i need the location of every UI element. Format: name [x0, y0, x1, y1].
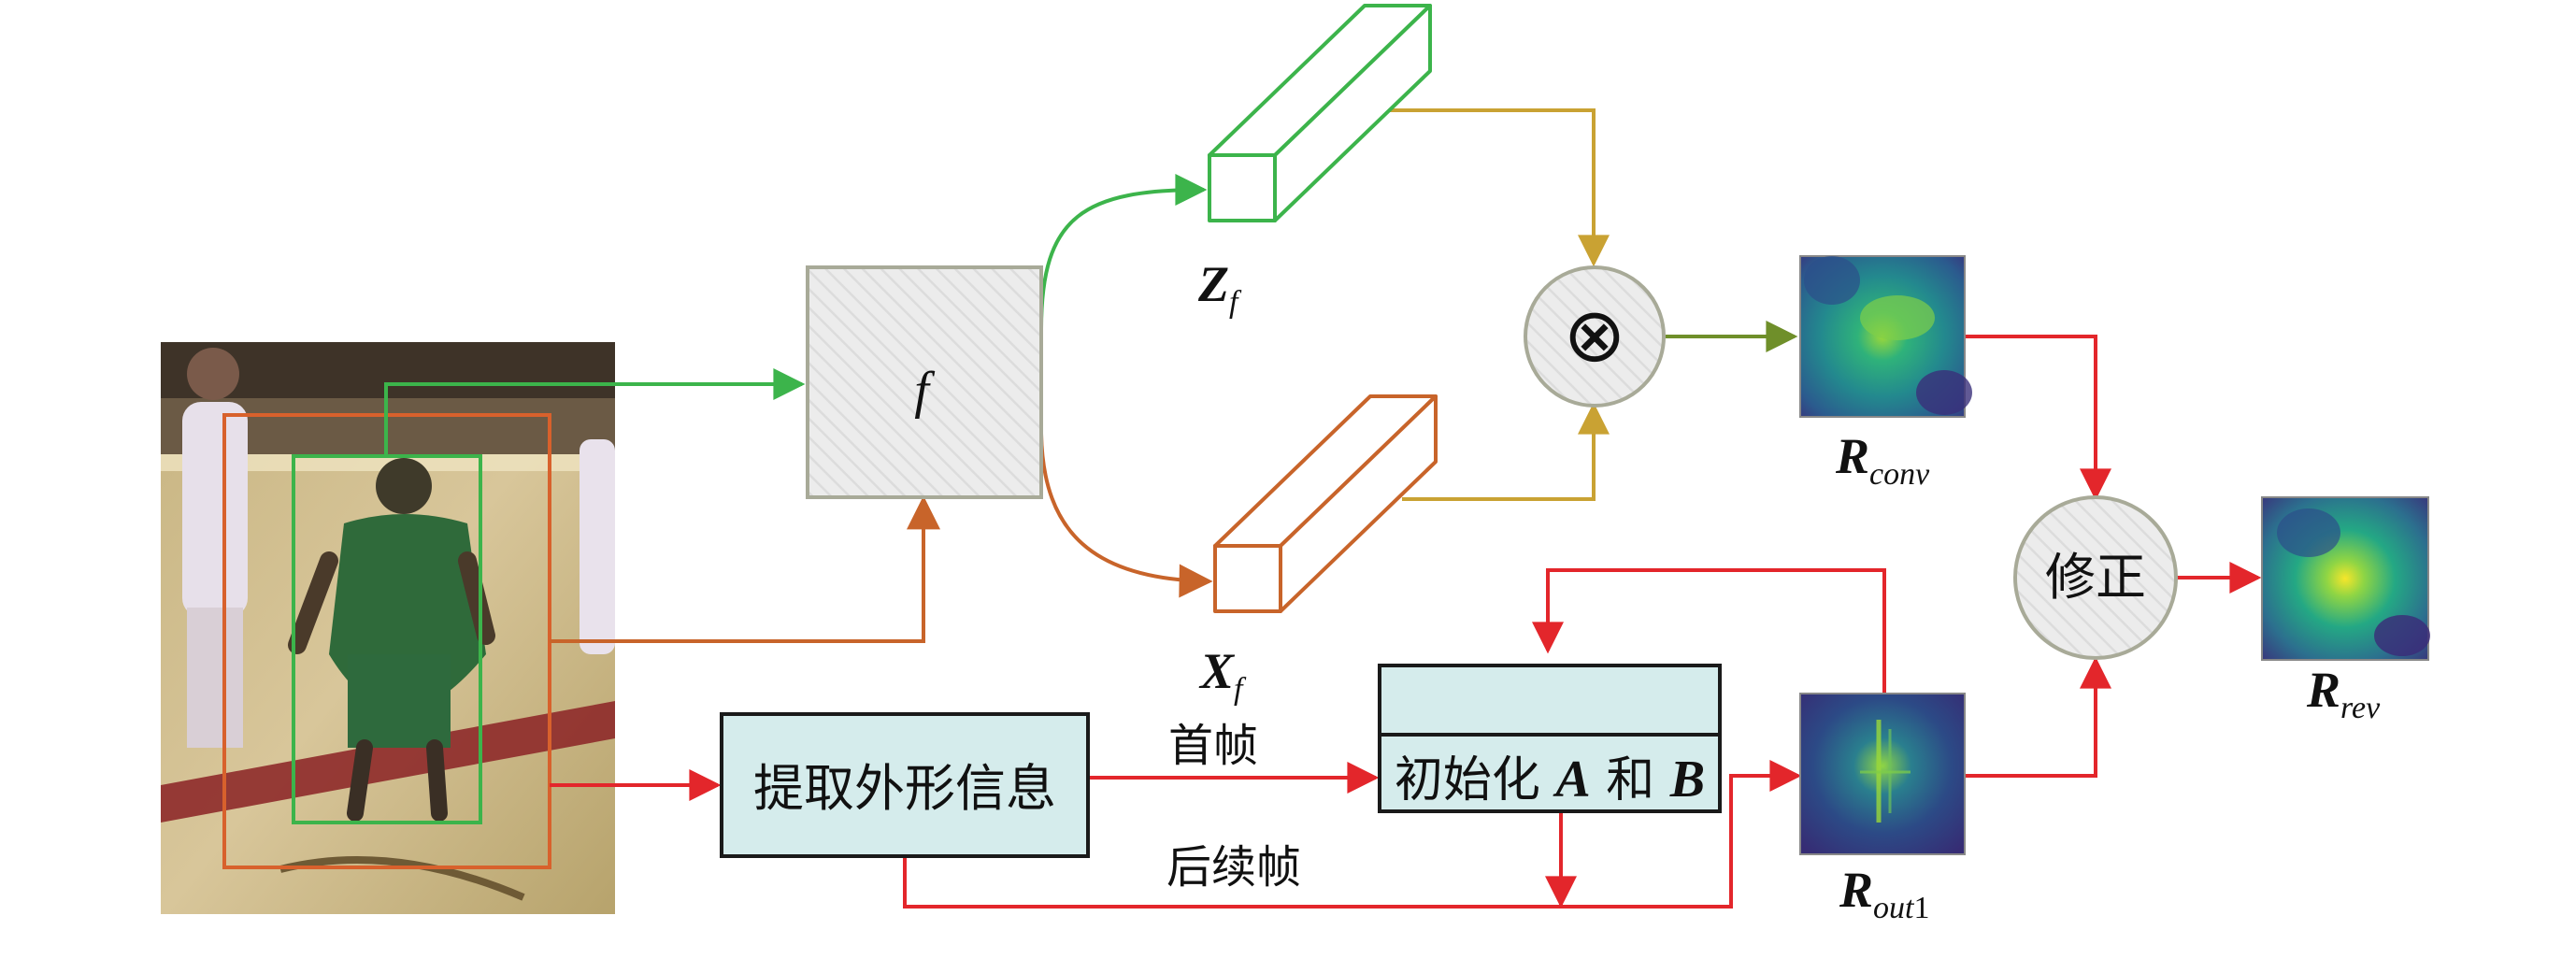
- template-feature-cuboid: [1208, 4, 1432, 222]
- edge-search-to-f: [550, 495, 940, 643]
- correlation-node: ⊗: [1524, 265, 1666, 408]
- edge-f-to-xf: [1039, 433, 1213, 598]
- edge-rout-feedback: [1532, 568, 1886, 694]
- correction-node: 修正: [2013, 495, 2178, 660]
- edge-xf-to-corr: [1402, 402, 1610, 501]
- search-feature-cuboid: [1213, 394, 1438, 613]
- edge-f-to-zf: [1039, 174, 1208, 330]
- edge-later-frames: [903, 760, 1802, 909]
- appearance-extraction-box: 提取外形信息: [720, 712, 1090, 858]
- player-target-figure: [288, 458, 495, 822]
- conv-response-map: [1799, 255, 1972, 418]
- init-ab-box: 初始化 A 和 B: [1378, 664, 1722, 813]
- appearance-extraction-label: 提取外形信息: [753, 759, 1056, 818]
- conv-response-label: Rconv: [1835, 428, 1930, 492]
- cross-correlation-icon: ⊗: [1563, 292, 1625, 379]
- init-ab-label: 初始化 A 和 B: [1395, 751, 1705, 808]
- search-feature-label: Xf: [1198, 643, 1247, 707]
- edge-rconv-to-correction: [1965, 335, 2111, 501]
- edge-target-to-f: [384, 368, 806, 456]
- correction-label: 修正: [2045, 548, 2146, 607]
- first-frame-label: 首帧: [1168, 720, 1258, 772]
- rev-response-label: Rrev: [2306, 662, 2381, 725]
- player-right-figure: [580, 439, 615, 654]
- feature-extractor-box: f: [806, 265, 1043, 499]
- out-response-label: Rout1: [1839, 862, 1929, 925]
- edge-rout-to-correction: [1965, 656, 2111, 778]
- player-left-figure: [182, 348, 248, 748]
- later-frames-label: 后续帧: [1166, 841, 1301, 894]
- edge-zf-to-corr: [1383, 108, 1610, 267]
- template-feature-label: Zf: [1197, 256, 1242, 320]
- out-response-map: [1799, 693, 1966, 855]
- rev-response-map: [2261, 496, 2430, 661]
